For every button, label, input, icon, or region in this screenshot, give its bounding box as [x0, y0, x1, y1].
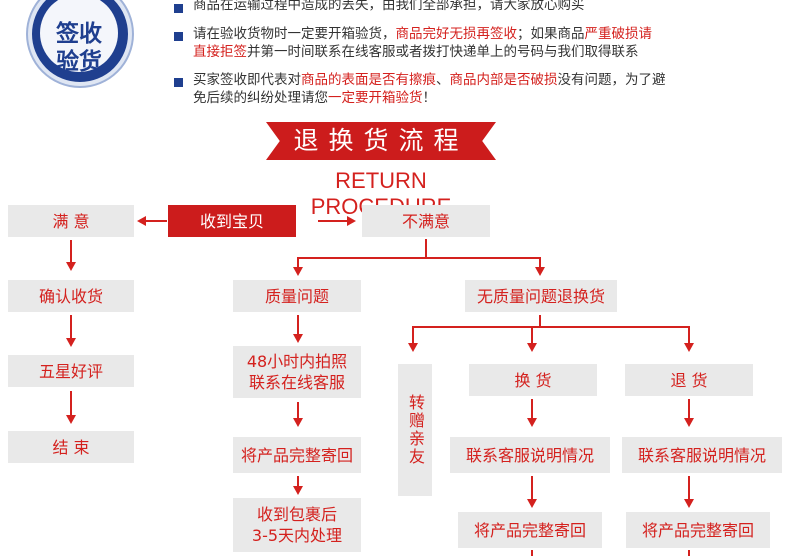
line-split-left: [297, 257, 299, 267]
arrow-to-send-back-q: [293, 418, 303, 427]
arrow-to-gift: [408, 343, 418, 352]
line-five-star-down: [70, 391, 72, 415]
box-exchange: 换 货: [469, 364, 597, 396]
badge-inner: [40, 0, 118, 72]
box-gift: 转赠亲友: [398, 364, 432, 496]
line-received-to-unsatisfied: [318, 220, 348, 222]
arrow-to-unsatisfied: [347, 216, 356, 226]
badge-text-2: 验货: [56, 49, 102, 75]
arrow-to-end: [66, 415, 76, 424]
note-1: 商品在运输过程中造成的丢失，由我们全部承担，请大家放心购买: [193, 0, 585, 13]
note-2-part-e: 直接拒签: [193, 44, 247, 60]
note-3-part-g: 一定要开箱验货: [328, 90, 423, 106]
box-satisfied: 满 意: [8, 205, 134, 237]
arrow-to-refund: [684, 343, 694, 352]
note-3-part-b: 商品的表面是否有擦痕: [301, 72, 436, 88]
line-refund-down: [688, 399, 690, 419]
arrow-to-photo: [293, 334, 303, 343]
line-send-back-rf-down: [688, 550, 690, 556]
line-contact-rf-down: [688, 476, 690, 499]
box-received: 收到宝贝: [168, 205, 296, 237]
note-2-line-1: 请在验收货物时一定要开箱验货，商品完好无损再签收；如果商品严重破损请: [193, 26, 652, 43]
note-bullet-3: [174, 78, 183, 87]
process-line-2: 3-5天内处理: [251, 526, 343, 545]
arrow-to-quality: [293, 267, 303, 276]
note-3-part-d: 商品内部是否破损: [449, 72, 558, 88]
box-send-back-refund: 将产品完整寄回: [626, 512, 770, 548]
box-no-quality: 无质量问题退换货: [465, 280, 617, 312]
line-confirm-down: [70, 315, 72, 338]
badge-text-1: 签收: [56, 21, 102, 47]
note-2-part-d: 严重破损请: [584, 26, 653, 42]
box-confirm: 确认收货: [8, 280, 134, 312]
box-refund: 退 货: [625, 364, 753, 396]
box-send-back-exchange: 将产品完整寄回: [458, 512, 602, 548]
photo-line-2: 联系在线客服: [248, 373, 345, 392]
line-exchange-down: [531, 399, 533, 419]
note-2-part-b: 商品完好无损再签收: [395, 26, 518, 42]
line-quality-down: [297, 315, 299, 335]
box-quality: 质量问题: [233, 280, 361, 312]
arrow-to-send-back-ex: [527, 499, 537, 508]
note-3-part-f: 免后续的纠纷处理请您: [193, 90, 328, 106]
line-split-right: [539, 257, 541, 267]
arrow-to-contact-rf: [684, 418, 694, 427]
arrow-to-contact-ex: [527, 418, 537, 427]
process-line-1: 收到包裹后: [256, 505, 337, 524]
line-send-back-q-down: [297, 476, 299, 486]
note-3-line-1: 买家签收即代表对商品的表面是否有擦痕、商品内部是否破损没有问题，为了避: [193, 72, 666, 89]
note-2-part-c: ；如果商品: [517, 26, 585, 42]
arrow-to-process: [293, 486, 303, 495]
arrow-to-satisfied: [137, 216, 146, 226]
box-unsatisfied: 不满意: [362, 205, 490, 237]
box-contact-refund: 联系客服说明情况: [622, 437, 782, 473]
note-bullet-1: [174, 4, 183, 13]
line-split2-exchange: [531, 326, 533, 343]
box-five-star: 五星好评: [8, 355, 134, 387]
arrow-to-send-back-rf: [684, 499, 694, 508]
gift-text: 转赠亲友: [406, 394, 425, 466]
note-3-part-h: ！: [422, 90, 437, 106]
line-split2-gift: [412, 326, 414, 343]
note-3-part-e: 没有问题，为了避: [557, 72, 666, 88]
note-2-line-2: 直接拒签并第一时间联系在线客服或者拨打快递单上的号码与我们取得联系: [193, 44, 639, 61]
box-end: 结 束: [8, 431, 134, 463]
box-contact-exchange: 联系客服说明情况: [450, 437, 610, 473]
box-photo: 48小时内拍照 联系在线客服: [233, 346, 361, 398]
arrow-to-confirm: [66, 262, 76, 271]
note-3-part-a: 买家签收即代表对: [193, 72, 301, 88]
photo-line-1: 48小时内拍照: [246, 352, 348, 371]
line-no-quality-down: [539, 315, 541, 327]
line-received-to-satisfied: [145, 220, 167, 222]
note-2-part-f: 并第一时间联系在线客服或者拨打快递单上的号码与我们取得联系: [247, 44, 639, 60]
line-contact-ex-down: [531, 476, 533, 499]
line-send-back-ex-down: [531, 550, 533, 556]
note-2-part-a: 请在验收货物时一定要开箱验货，: [193, 26, 396, 42]
note-3-line-2: 免后续的纠纷处理请您一定要开箱验货！: [193, 90, 436, 107]
arrow-to-exchange: [527, 343, 537, 352]
arrow-to-no-quality: [535, 267, 545, 276]
line-split2-refund: [688, 326, 690, 343]
arrow-to-five-star: [66, 338, 76, 347]
line-split2-horizontal: [412, 326, 690, 328]
box-process: 收到包裹后 3-5天内处理: [233, 498, 361, 552]
box-send-back-quality: 将产品完整寄回: [233, 437, 361, 473]
title-cn: 退换货流程: [293, 126, 469, 155]
note-bullet-2: [174, 32, 183, 41]
note-3-part-c: 、: [436, 72, 450, 88]
line-split-horizontal: [297, 257, 541, 259]
line-photo-down: [297, 402, 299, 419]
title-ribbon: [266, 122, 496, 160]
line-unsatisfied-down: [425, 239, 427, 258]
line-satisfied-down: [70, 240, 72, 262]
